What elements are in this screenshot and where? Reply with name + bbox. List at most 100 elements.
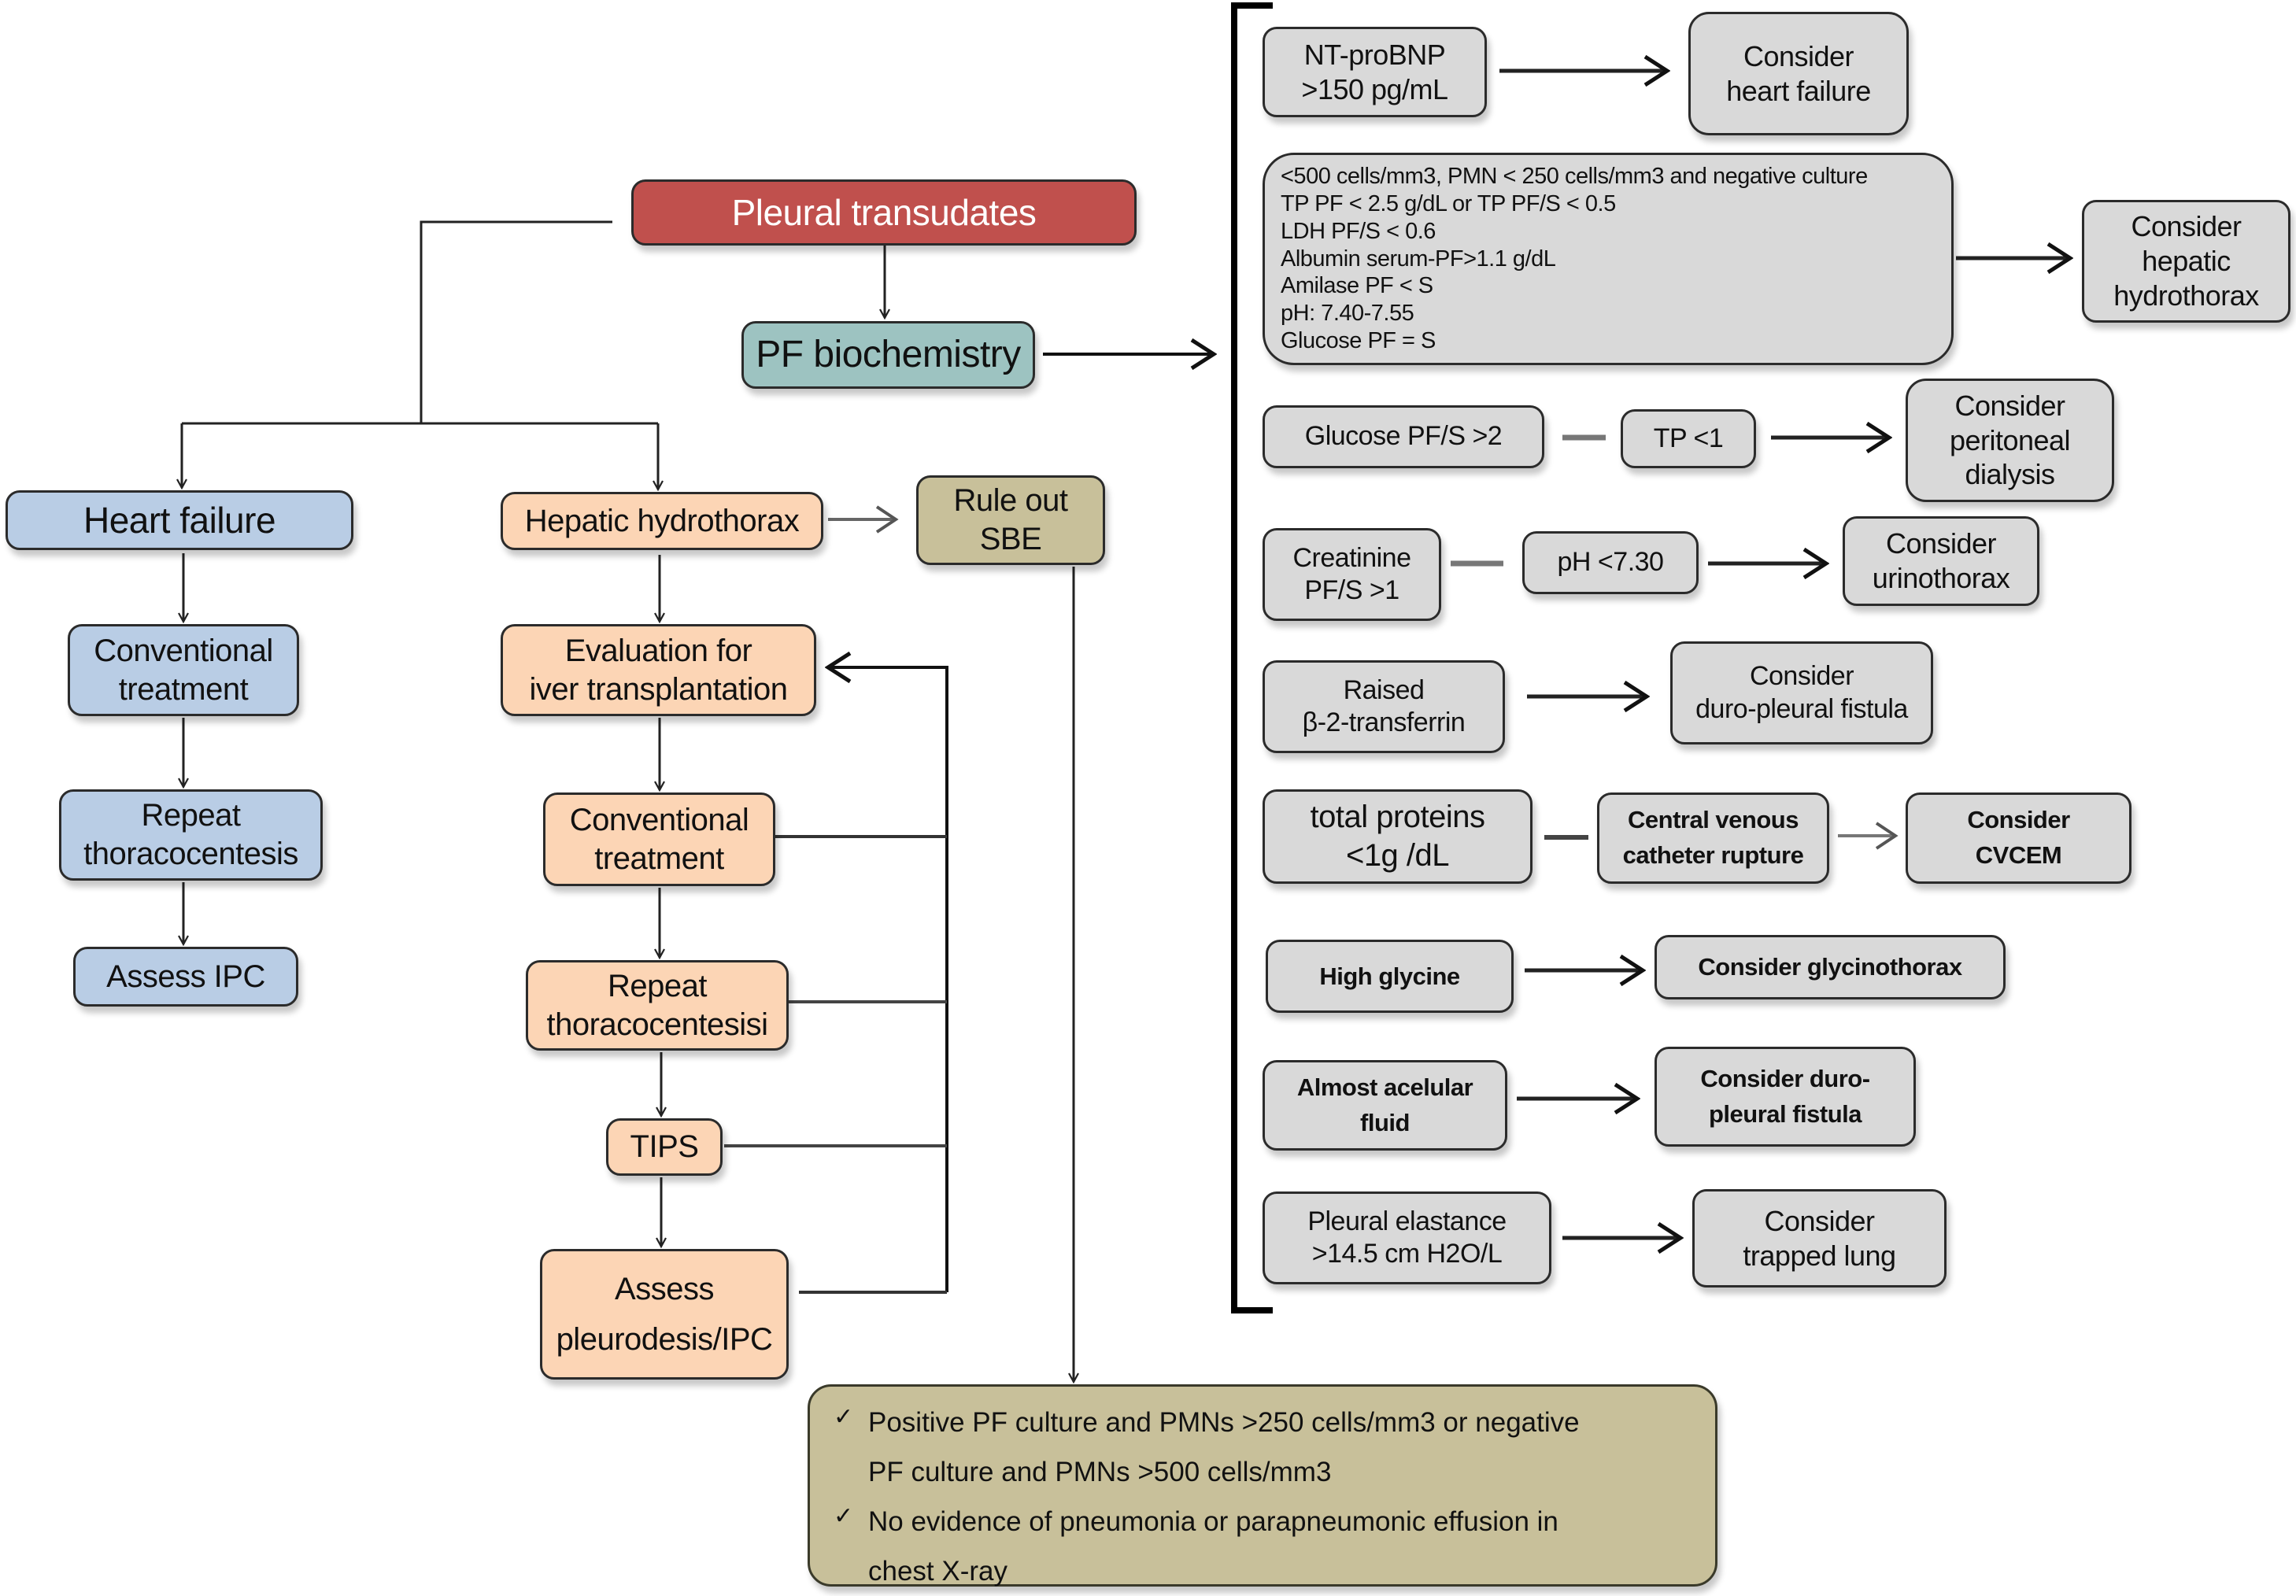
step-line: Assess IPC [106, 959, 265, 994]
result-line: duro-pleural fistula [1695, 693, 1908, 724]
test-total-proteins[interactable]: total proteins <1g /dL [1263, 789, 1533, 884]
test-line: <500 cells/mm3, PMN < 250 cells/mm3 and … [1281, 164, 1868, 190]
test-line: Almost acelular [1296, 1073, 1473, 1101]
result-line: CVCEM [1975, 841, 2062, 869]
test-line: LDH PF/S < 0.6 [1281, 218, 1436, 244]
sbe-line: Rule out [953, 483, 1068, 519]
node-pf-biochemistry[interactable]: PF biochemistry [741, 321, 1035, 389]
test-line: Albumin serum-PF>1.1 g/dL [1281, 246, 1556, 272]
test-line: TP <1 [1653, 423, 1724, 453]
step-line: thoracocentesis [83, 837, 298, 871]
result-heart-failure[interactable]: Consider heart failure [1688, 12, 1909, 135]
test-line: pH <7.30 [1557, 547, 1664, 578]
node-hh-repeat-thoracocentesis[interactable]: Repeat thoracocentesisi [526, 960, 789, 1051]
test-line: total proteins [1310, 800, 1485, 835]
result-line: hepatic [2142, 245, 2231, 278]
result-duro-pleural-fistula[interactable]: Consider duro-pleural fistula [1670, 641, 1933, 744]
step-line: Repeat [608, 968, 707, 1003]
sbe-criteria-box: ✓ Positive PF culture and PMNs >250 cell… [808, 1384, 1717, 1587]
step-line: iver transplantation [529, 671, 788, 707]
test-line: Creatinine [1292, 542, 1411, 573]
test-almost-acelular-fluid[interactable]: Almost acelular fluid [1263, 1060, 1507, 1151]
biochemistry-label: PF biochemistry [756, 333, 1021, 375]
test-central-venous-catheter-rupture[interactable]: Central venous catheter rupture [1597, 792, 1829, 884]
criterion-line: PF culture and PMNs >500 cells/mm3 [868, 1457, 1332, 1487]
step-line: Assess [615, 1272, 714, 1306]
test-nt-probnp[interactable]: NT-proBNP >150 pg/mL [1263, 27, 1487, 117]
result-line: peritoneal [1949, 423, 2071, 456]
node-hf-repeat-thoracocentesis[interactable]: Repeat thoracocentesis [59, 789, 323, 881]
test-line: fluid [1360, 1108, 1410, 1136]
test-ph-less-730[interactable]: pH <7.30 [1522, 531, 1699, 594]
result-hepatic-hydrothorax[interactable]: Consider hepatic hydrothorax [2082, 200, 2290, 323]
node-hf-conventional-treatment[interactable]: Conventional treatment [68, 624, 299, 716]
step-line: treatment [594, 840, 724, 876]
result-line: Consider [1764, 1204, 1875, 1237]
node-hh-conventional-treatment[interactable]: Conventional treatment [543, 792, 775, 886]
criterion-line: chest X-ray [868, 1556, 1008, 1587]
node-heart-failure[interactable]: Heart failure [6, 490, 353, 550]
root-node-pleural-transudates[interactable]: Pleural transudates [631, 179, 1137, 246]
result-line: urinothorax [1872, 562, 2010, 594]
result-peritoneal-dialysis[interactable]: Consider peritoneal dialysis [1906, 379, 2114, 502]
result-glycinothorax[interactable]: Consider glycinothorax [1655, 935, 2006, 999]
sbe-line: SBE [979, 522, 1042, 556]
test-line: Glucose PF = S [1281, 327, 1436, 353]
result-line: Consider [2131, 210, 2242, 243]
node-assess-pleurodesis-ipc[interactable]: Assess pleurodesis/IPC [540, 1249, 789, 1380]
test-line: Central venous [1628, 806, 1799, 834]
result-line: Consider [1749, 661, 1854, 692]
node-rule-out-sbe[interactable]: Rule out SBE [916, 475, 1105, 565]
test-line: pH: 7.40-7.55 [1281, 301, 1414, 327]
result-line: Consider [1954, 389, 2065, 422]
test-line: High glycine [1319, 962, 1460, 990]
test-line: Amilase PF < S [1281, 273, 1433, 299]
test-line: Glucose PF/S >2 [1304, 421, 1503, 452]
test-creatinine-pfs[interactable]: Creatinine PF/S >1 [1263, 528, 1441, 621]
test-line: Raised [1343, 674, 1425, 705]
criterion-item: ✓ Positive PF culture and PMNs >250 cell… [834, 1398, 1691, 1497]
result-line: hydrothorax [2113, 279, 2259, 312]
root-label: Pleural transudates [731, 191, 1037, 233]
result-trapped-lung[interactable]: Consider trapped lung [1692, 1189, 1947, 1288]
node-hepatic-hydrothorax[interactable]: Hepatic hydrothorax [501, 492, 823, 550]
node-evaluation-liver-transplantation[interactable]: Evaluation for iver transplantation [501, 624, 816, 716]
result-line: Consider glycinothorax [1698, 953, 1962, 981]
test-glucose-pfs[interactable]: Glucose PF/S >2 [1263, 405, 1544, 468]
result-line: Consider [1967, 806, 2070, 834]
test-line: >150 pg/mL [1301, 72, 1448, 105]
node-hf-assess-ipc[interactable]: Assess IPC [73, 947, 298, 1007]
test-tp-less-1[interactable]: TP <1 [1621, 409, 1756, 468]
step-line: Evaluation for [564, 633, 752, 668]
result-line: dialysis [1965, 458, 2055, 491]
result-cvcem[interactable]: Consider CVCEM [1906, 792, 2131, 884]
check-icon: ✓ [834, 1503, 854, 1529]
heart-failure-label: Heart failure [83, 499, 276, 541]
result-urinothorax[interactable]: Consider urinothorax [1843, 516, 2039, 606]
result-line: trapped lung [1743, 1239, 1896, 1272]
test-pleural-elastance[interactable]: Pleural elastance >14.5 cm H2O/L [1263, 1191, 1551, 1284]
step-line: thoracocentesisi [546, 1007, 768, 1042]
step-line: treatment [118, 671, 249, 707]
step-line: Repeat [141, 798, 241, 833]
result-line: Consider [1885, 527, 1997, 560]
step-line: Conventional [569, 802, 749, 837]
test-line: >14.5 cm H2O/L [1311, 1239, 1503, 1269]
criterion-item: ✓ No evidence of pneumonia or parapneumo… [834, 1497, 1691, 1596]
result-duro-pleural-fistula-2[interactable]: Consider duro- pleural fistula [1655, 1047, 1916, 1147]
test-line: TP PF < 2.5 g/dL or TP PF/S < 0.5 [1281, 191, 1616, 216]
criterion-line: Positive PF culture and PMNs >250 cells/… [868, 1407, 1580, 1438]
check-icon: ✓ [834, 1404, 854, 1430]
test-high-glycine[interactable]: High glycine [1266, 940, 1514, 1013]
test-line: β-2-transferrin [1302, 707, 1466, 737]
feedback-loop [828, 667, 948, 1292]
test-line: <1g /dL [1345, 838, 1450, 873]
step-line: Conventional [94, 633, 273, 668]
test-beta2-transferrin[interactable]: Raised β-2-transferrin [1263, 660, 1505, 753]
test-hepatic-criteria[interactable]: <500 cells/mm3, PMN < 250 cells/mm3 and … [1263, 153, 1954, 365]
result-line: pleural fistula [1708, 1099, 1862, 1128]
step-line: TIPS [630, 1129, 699, 1165]
test-line: NT-proBNP [1303, 38, 1446, 71]
node-tips[interactable]: TIPS [606, 1118, 723, 1176]
step-line: pleurodesis/IPC [556, 1322, 773, 1357]
